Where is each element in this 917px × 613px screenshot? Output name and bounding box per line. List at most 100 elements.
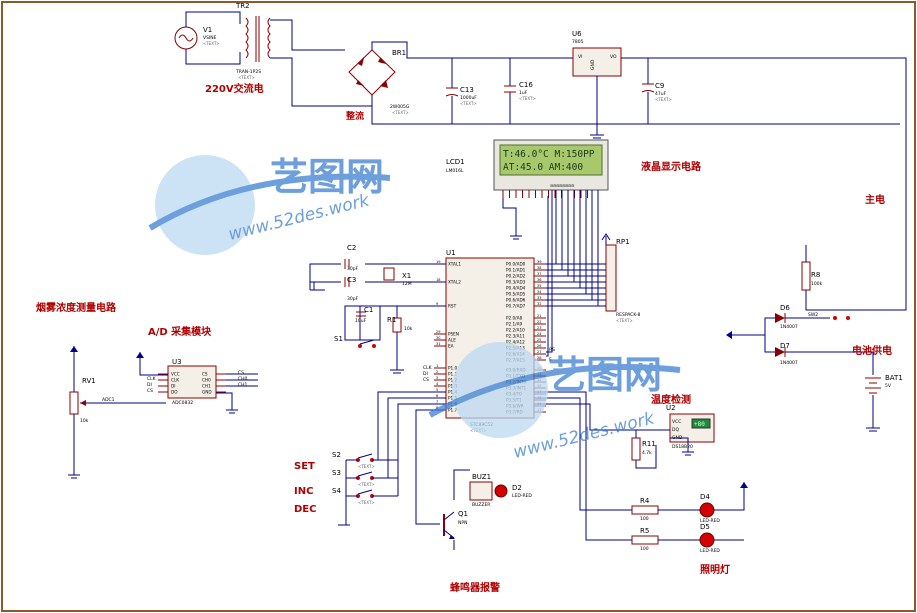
u1-pin-number: 33 (537, 296, 541, 300)
svg-text:RV1: RV1 (82, 377, 96, 385)
rp1-resistor-pack: RP1 RESPACK-8 <TEXT> (601, 233, 640, 323)
u3-out-label: CH1 (238, 382, 248, 388)
svg-text:<TEXT>: <TEXT> (203, 41, 220, 46)
u1-pin-number: 9 (436, 302, 438, 306)
u1-pin-label: P2.4/A12 (506, 340, 525, 345)
u1-pin-label: XTAL2 (448, 280, 461, 285)
svg-text:1000uF: 1000uF (460, 95, 477, 101)
u1-pin-number: 27 (537, 350, 541, 354)
buz1-buzzer (469, 481, 493, 501)
label-smoke-circuit: 烟雾浓度测量电路 (36, 301, 117, 314)
u1-pin-number: 37 (537, 272, 541, 276)
label-battery-power: 电池供电 (852, 344, 892, 357)
svg-text:RP1: RP1 (616, 238, 630, 246)
u1-pin-label: P0.0/AD0 (506, 262, 526, 267)
br1-bridge-rectifier: BR1 2W005G <TEXT> (348, 49, 410, 115)
u1-pin-number: 6 (436, 394, 438, 398)
svg-text:R1: R1 (387, 316, 396, 324)
key-wire (346, 453, 398, 461)
u1-pin-label: P1.2 (448, 378, 458, 383)
c9-capacitor: C9 47uF <TEXT> (621, 57, 672, 124)
svg-text:艺图网: 艺图网 (270, 155, 384, 199)
svg-text:100k: 100k (811, 281, 823, 287)
c13-capacitor: C13 1000uF <TEXT> (445, 58, 477, 124)
u1-pin-label: P1.1 (448, 372, 458, 377)
lcd-line-2: AT:45.0 AM:400 (503, 162, 583, 173)
u1-pin-number: 4 (436, 382, 439, 386)
u1-pin-label: ALE (448, 338, 456, 343)
svg-text:5V: 5V (885, 383, 892, 389)
svg-text:D2: D2 (512, 484, 522, 492)
svg-text:12M: 12M (402, 281, 412, 287)
u1-pin-number: 23 (537, 326, 541, 330)
svg-text:LED-RED: LED-RED (512, 493, 532, 499)
u3-pin-label: DO (171, 390, 178, 395)
u3-pin-label: CS (202, 372, 208, 377)
svg-text:R8: R8 (811, 271, 820, 279)
label-set: SET (294, 461, 315, 472)
u1-pin-label: EA (448, 344, 454, 349)
u1-pin-number: 24 (537, 332, 542, 336)
u1-pin-label: P0.3/AD3 (506, 280, 526, 285)
lighting-group: R4 100 R5 100 D4 LED-RED D5 LED-RED 照明灯 (534, 391, 748, 576)
u1-pin-label: P2.2/A10 (506, 328, 525, 333)
svg-text:1N4007: 1N4007 (780, 360, 798, 366)
u3-net-label: DI (147, 382, 152, 388)
u1-pin-label: P0.1/AD1 (506, 268, 526, 273)
svg-text:C9: C9 (655, 82, 664, 90)
svg-text:VCC: VCC (672, 419, 681, 425)
svg-text:47uF: 47uF (655, 91, 667, 97)
power-switch-group: R8 100k D6 1N4007 D7 1N4007 SW2 电池供电 BAT… (726, 245, 903, 432)
key-text-placeholder: <TEXT> (358, 482, 375, 487)
svg-text:R4: R4 (640, 497, 650, 505)
svg-text:10k: 10k (404, 326, 413, 332)
u1-left-net-label: CS (423, 377, 429, 383)
svg-text:BUZZER: BUZZER (472, 502, 490, 508)
u3-net-label: CS (147, 388, 153, 394)
svg-text:7805: 7805 (572, 39, 584, 45)
r5-resistor (631, 535, 659, 545)
svg-text:U6: U6 (572, 30, 582, 38)
u1-pin-label: P2.3/A11 (506, 334, 525, 339)
u1-pin-number: 5 (436, 388, 438, 392)
svg-text:<TEXT>: <TEXT> (460, 101, 477, 106)
u1-pin-number: 38 (537, 266, 541, 270)
u3-pin-label: GND (202, 390, 212, 395)
c16-capacitor: C16 1uF <TEXT> (504, 58, 536, 124)
svg-text:100: 100 (640, 516, 649, 522)
label-220v: 220V交流电 (205, 82, 264, 95)
u1-pin-number: 31 (436, 342, 440, 346)
svg-text:<TEXT>: <TEXT> (655, 97, 672, 102)
label-lighting: 照明灯 (700, 563, 730, 576)
svg-text:<TEXT>: <TEXT> (392, 110, 409, 115)
d2-led (494, 484, 508, 498)
svg-text:D5: D5 (700, 523, 710, 531)
u1-pin-label: P2.1/A9 (506, 322, 522, 327)
svg-text:1N4007: 1N4007 (780, 324, 798, 330)
lcd-control-wire (546, 190, 553, 357)
svg-text:10uF: 10uF (355, 318, 367, 324)
u1-pin-label: P0.4/AD4 (506, 286, 526, 291)
u1-pin-number: 36 (537, 278, 541, 282)
svg-text:D7: D7 (780, 342, 790, 350)
key-wire (346, 471, 398, 479)
u1-pin-number: 34 (537, 290, 542, 294)
svg-text:D6: D6 (780, 304, 790, 312)
u1-pin-number: 22 (537, 320, 541, 324)
svg-text:LED-RED: LED-RED (700, 518, 720, 524)
key-ref: S2 (332, 451, 341, 459)
lcd-screen (499, 144, 603, 176)
svg-text:<TEXT>: <TEXT> (616, 318, 633, 323)
u3-out-label: CS (238, 370, 244, 376)
svg-text:<TEXT>: <TEXT> (238, 75, 255, 80)
u1-pin-label: XTAL1 (448, 262, 461, 267)
label-rectifier: 整流 (345, 110, 364, 122)
label-temperature: 温度检测 (651, 393, 691, 406)
svg-text:R11: R11 (642, 440, 656, 448)
u1-pin-number: 3 (436, 376, 438, 380)
svg-text:BR1: BR1 (392, 49, 406, 57)
reset-group: R1 10k C1 10uF S1 (334, 305, 446, 374)
u1-pin-number: 28 (537, 356, 541, 360)
